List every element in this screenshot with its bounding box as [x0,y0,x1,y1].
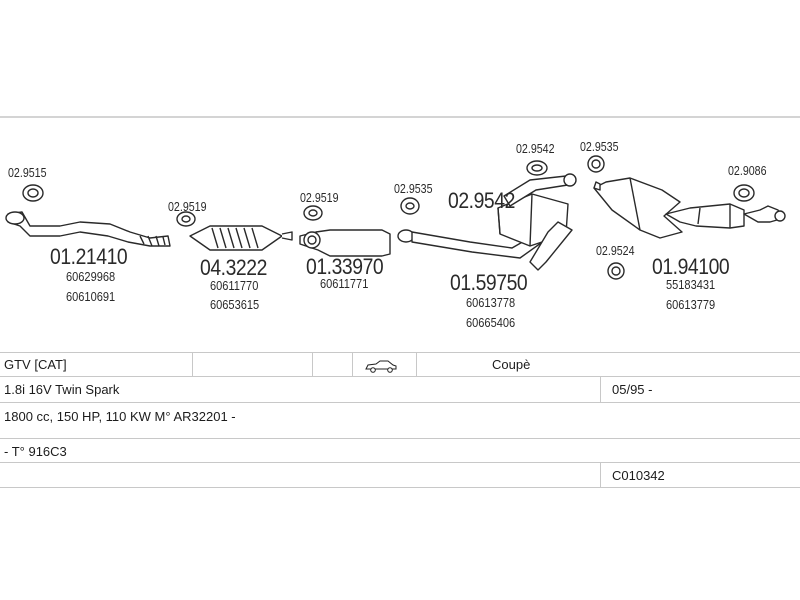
part-ref-5b: 60613779 [666,297,716,312]
vehicle-spec: 1800 cc, 150 HP, 110 KW M° AR32201 - [4,409,236,424]
vehicle-type: - T° 916C3 [4,444,67,459]
part-ref-2a: 60611770 [210,278,259,293]
clamp-code-5a: 02.9535 [580,139,619,154]
part-ref-1a: 60629968 [66,269,116,284]
part-ref-2b: 60653615 [210,297,260,312]
clamp-code-5c: 02.9086 [728,163,767,178]
center-pipe-drawing [397,160,577,271]
row-type: - T° 916C3 [0,438,800,463]
row-catalog: C010342 [0,462,800,488]
clamp-code-3: 02.9519 [300,190,339,205]
row-spec: 1800 cc, 150 HP, 110 KW M° AR32201 - [0,402,800,433]
part-code-3[interactable]: 01.33970 [306,254,384,279]
part-code-1[interactable]: 01.21410 [50,244,128,269]
exhaust-diagram [5,155,786,280]
part-ref-1b: 60610691 [66,289,116,304]
clamp-code-1: 02.9515 [8,165,47,180]
clamp-code-4a: 02.9535 [394,181,433,196]
part-code-2[interactable]: 04.3222 [200,255,267,280]
vehicle-model: GTV [CAT] [4,357,67,372]
catalytic-converter-drawing [176,211,293,251]
top-border [0,116,800,118]
vehicle-engine: 1.8i 16V Twin Spark [4,382,120,397]
row-engine: 1.8i 16V Twin Spark 05/95 - [0,376,800,403]
vehicle-date: 05/95 - [612,382,653,397]
part-ref-4b: 60665406 [466,315,516,330]
part-code-5[interactable]: 01.94100 [652,254,730,279]
clamp-code-2: 02.9519 [168,199,207,214]
vehicle-body: Coupè [492,357,531,372]
rear-silencer-drawing [587,155,786,280]
clamp-code-4c: 02.9542 [516,141,555,156]
part-ref-3a: 60611771 [320,276,369,291]
car-icon [365,360,397,373]
catalog-number: C010342 [612,468,665,483]
part-ref-4a: 60613778 [466,295,516,310]
clamp-code-5b: 02.9524 [596,243,635,258]
clamp-code-4b: 02.9542 [448,188,515,213]
middle-silencer-drawing [299,205,391,257]
part-code-4[interactable]: 01.59750 [450,270,528,295]
front-pipe-drawing [5,184,171,247]
part-ref-5a: 55183431 [666,277,716,292]
row-model: GTV [CAT] Coupè [0,352,800,377]
